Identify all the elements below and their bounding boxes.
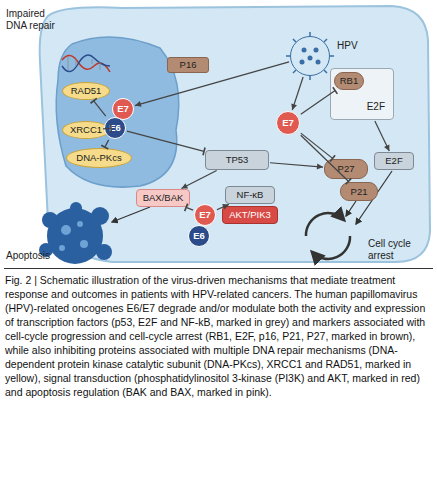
virus-capsomeres <box>300 48 321 65</box>
e6-oncoprotein: E6 <box>188 225 210 247</box>
node-label: E2F <box>367 102 385 112</box>
transcription-factor-box: TP53 <box>205 150 269 170</box>
connector-layer <box>0 0 437 268</box>
transcription-factor-box: NF-κB <box>225 186 275 204</box>
node-label: AKT/PIK3 <box>229 210 271 220</box>
cell-cycle-marker: P16 <box>167 57 209 73</box>
caption-box: Fig. 2 | Schematic illustration of the v… <box>5 273 433 399</box>
connector-line <box>181 170 216 188</box>
node-label: E2F <box>385 156 402 166</box>
connector-line <box>375 121 389 151</box>
connector-line <box>301 91 335 115</box>
inhibition-bar <box>101 145 108 149</box>
inhibition-connector <box>301 135 351 184</box>
node-label: E6 <box>193 231 205 241</box>
rb1-e2f-complex: E2F RB1 <box>330 68 394 120</box>
annotation-label: Cell cycle arrest <box>368 238 430 261</box>
caption-rule <box>4 268 433 269</box>
inhibition-connector <box>185 204 193 211</box>
figure-area: HPVP16E2FRB1RAD51E7XRCC1E7E6DNA-PKcsTP53… <box>0 0 437 268</box>
cell-cycle-marker: P27 <box>324 159 368 179</box>
inhibition-bar <box>330 155 335 161</box>
inhibition-bar <box>110 124 112 132</box>
dna-repair-protein: RAD51 <box>62 82 110 100</box>
connector-line <box>270 163 323 167</box>
cell-body <box>40 6 430 262</box>
e6-oncoprotein: E6 <box>104 117 126 139</box>
activation-arrow <box>135 62 289 107</box>
dna-repair-protein: DNA-PKcs <box>66 148 132 168</box>
inhibition-connector <box>127 131 205 155</box>
inhibition-bar <box>91 98 97 103</box>
node-label: P21 <box>351 187 368 197</box>
node-label: E7 <box>199 210 211 220</box>
activation-arrow <box>181 170 216 188</box>
arrow-head <box>384 144 389 151</box>
node-label: RB1 <box>340 76 358 86</box>
activation-arrow <box>375 121 390 151</box>
cell-cycle-marker: P21 <box>340 182 378 201</box>
cell-cycle-marker: RB1 <box>334 72 364 90</box>
dna-strand <box>62 55 110 72</box>
apoptosis-regulator: BAX/BAK <box>136 189 190 207</box>
signal-kinase-box: AKT/PIK3 <box>222 206 278 224</box>
inhibition-bar <box>185 204 188 211</box>
activation-arrow <box>291 77 303 110</box>
inhibition-bar <box>333 87 338 94</box>
dna-rungs <box>68 57 100 70</box>
virus-particle: HPV <box>290 36 330 76</box>
inhibition-bar <box>203 147 205 155</box>
arrow-head <box>291 103 297 110</box>
node-label: NF-κB <box>237 190 264 200</box>
arrow-head <box>181 183 188 188</box>
cycle-arrows <box>306 213 350 259</box>
node-label: E6 <box>109 123 121 133</box>
node-label: RAD51 <box>71 86 102 96</box>
e7-oncoprotein: E7 <box>276 111 300 135</box>
node-label: TP53 <box>226 155 249 165</box>
arrow-head <box>222 204 229 209</box>
node-label: XRCC1 <box>70 125 102 135</box>
annotation-label: Impaired DNA repair <box>6 8 68 31</box>
inhibition-connector <box>91 98 106 116</box>
connector-line <box>103 128 111 130</box>
connector-line <box>301 133 333 158</box>
connector-line <box>135 62 289 106</box>
connector-line <box>301 135 349 181</box>
node-label: P27 <box>338 164 355 174</box>
node-layer: HPVP16E2FRB1RAD51E7XRCC1E7E6DNA-PKcsTP53… <box>0 0 437 268</box>
annotation-label: Apoptosis <box>6 250 66 262</box>
node-label: DNA-PKcs <box>76 153 121 163</box>
activation-arrow <box>270 163 323 170</box>
node-label: P16 <box>180 60 197 70</box>
inhibition-bar <box>346 178 352 184</box>
connector-line <box>186 207 193 210</box>
virus-spikes <box>286 32 334 80</box>
connector-line <box>105 140 109 147</box>
e7-oncoprotein: E7 <box>194 204 216 226</box>
figure-caption: Fig. 2 | Schematic illustration of the v… <box>5 274 425 398</box>
transcription-factor-box: E2F <box>374 152 414 170</box>
node-label: E7 <box>117 104 129 114</box>
inhibition-connector <box>301 133 335 161</box>
connector-line <box>127 131 204 151</box>
connector-line <box>292 77 303 110</box>
connector-line <box>94 101 106 116</box>
dna-strand <box>62 55 110 71</box>
arrow-head <box>135 101 142 107</box>
apoptotic-cell <box>39 202 112 264</box>
inhibition-connector <box>301 87 338 114</box>
activation-arrow <box>217 204 229 210</box>
nucleus <box>56 37 179 187</box>
node-label: E7 <box>282 118 294 128</box>
node-label: HPV <box>337 41 358 51</box>
dna-repair-protein: XRCC1 <box>62 121 110 139</box>
inhibition-connector <box>101 140 108 149</box>
connector-line <box>217 204 229 209</box>
inhibition-connector <box>103 124 111 132</box>
arrow-head <box>317 164 323 170</box>
node-label: BAX/BAK <box>143 193 184 203</box>
